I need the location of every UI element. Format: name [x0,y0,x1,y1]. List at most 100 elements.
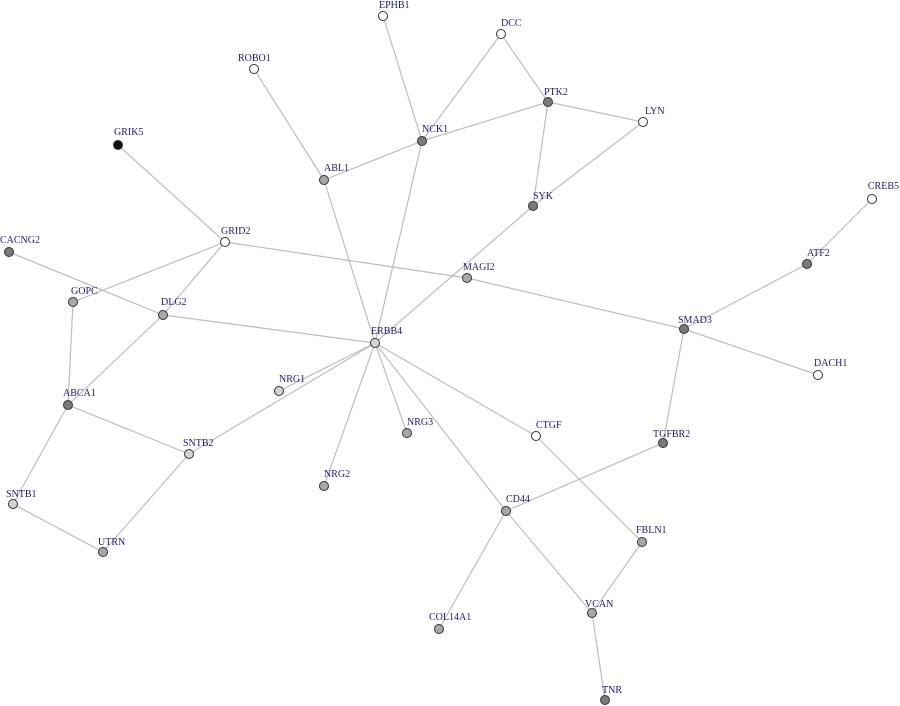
node-ctgf[interactable] [531,431,541,441]
edge-nck1-erbb4 [374,140,423,344]
node-label-sntb1: SNTB1 [6,489,37,500]
edge-dlg2-abca1 [67,314,164,406]
node-label-col14a1: COL14A1 [429,612,471,623]
edge-cd44-vcan [505,510,593,614]
node-label-nrg3: NRG3 [407,417,433,428]
node-label-nrg2: NRG2 [324,469,350,480]
node-erbb4[interactable] [370,338,380,348]
edge-syk-erbb4 [374,205,534,344]
edge-ephb1-nck1 [382,15,423,142]
edge-tgfbr2-cd44 [505,442,664,512]
edge-creb5-atf2 [806,198,873,265]
node-sntb2[interactable] [184,449,194,459]
node-label-abl1: ABL1 [324,163,349,174]
node-label-cd44: CD44 [506,494,530,505]
node-label-grid2: GRID2 [221,226,250,237]
node-label-fbln1: FBLN1 [636,525,667,536]
node-label-creb5: CREB5 [868,181,899,192]
node-robo1[interactable] [249,64,259,74]
node-sntb1[interactable] [8,499,18,509]
node-col14a1[interactable] [434,624,444,634]
edge-dcc-ptk2 [500,33,549,103]
node-ephb1[interactable] [378,11,388,21]
node-label-tgfbr2: TGFBR2 [653,429,690,440]
edge-abl1-erbb4 [323,179,376,344]
node-label-gopc: GOPC [71,286,98,297]
node-label-dlg2: DLG2 [161,297,187,308]
node-vcan[interactable] [587,608,597,618]
edge-smad3-dach1 [683,328,819,376]
node-atf2[interactable] [802,259,812,269]
node-nrg1[interactable] [274,386,284,396]
node-label-erbb4: ERBB4 [371,326,402,337]
edge-grik5-grid2 [117,144,226,243]
node-label-dach1: DACH1 [814,358,847,369]
node-magi2[interactable] [462,273,472,283]
edge-robo1-abl1 [253,68,325,181]
node-dcc[interactable] [496,29,506,39]
edge-ptk2-lyn [547,101,644,123]
node-lyn[interactable] [638,117,648,127]
edge-erbb4-cd44 [374,342,507,512]
node-label-vcan: VCAN [585,599,613,610]
node-label-nrg1: NRG1 [279,374,305,385]
edge-ctgf-fbln1 [535,435,643,543]
node-utrn[interactable] [98,547,108,557]
node-label-nck1: NCK1 [422,124,448,135]
node-dach1[interactable] [813,370,823,380]
edge-cacng2-dlg2 [8,251,164,316]
node-creb5[interactable] [867,194,877,204]
edge-abca1-sntb1 [12,404,69,505]
edge-fbln1-vcan [591,541,643,614]
edge-vcan-tnr [591,612,606,701]
edge-sntb2-utrn [102,453,190,553]
edge-lyn-syk [532,121,644,207]
node-cd44[interactable] [501,506,511,516]
node-cacng2[interactable] [4,247,14,257]
node-label-robo1: ROBO1 [238,53,271,64]
node-label-lyn: LYN [645,106,665,117]
edge-erbb4-sntb2 [188,342,376,455]
node-label-utrn: UTRN [98,537,125,548]
edge-ptk2-syk [532,101,549,207]
edge-layer [8,15,873,701]
edge-dlg2-erbb4 [162,314,376,344]
node-label-atf2: ATF2 [807,248,830,259]
node-syk[interactable] [528,201,538,211]
node-fbln1[interactable] [637,537,647,547]
node-abca1[interactable] [63,400,73,410]
node-grid2[interactable] [220,237,230,247]
node-label-ephb1: EPHB1 [379,0,410,11]
node-label-grik5: GRIK5 [114,127,143,138]
edge-gopc-abca1 [67,301,74,406]
edge-cd44-col14a1 [438,510,507,630]
node-label-smad3: SMAD3 [678,315,712,326]
edge-grid2-gopc [72,241,226,303]
edge-atf2-smad3 [683,263,808,330]
node-smad3[interactable] [679,324,689,334]
node-abl1[interactable] [319,175,329,185]
node-nrg3[interactable] [402,428,412,438]
edge-grid2-magi2 [224,241,468,279]
node-label-syk: SYK [533,191,554,202]
node-tgfbr2[interactable] [658,438,668,448]
node-label-dcc: DCC [501,18,522,29]
node-ptk2[interactable] [543,97,553,107]
node-label-cacng2: CACNG2 [0,235,40,246]
node-label-magi2: MAGI2 [463,262,495,273]
node-label-tnr: TNR [602,685,622,696]
edge-erbb4-nrg2 [323,342,376,487]
node-nck1[interactable] [417,136,427,146]
node-label-abca1: ABCA1 [63,388,96,399]
node-tnr[interactable] [600,695,610,705]
node-layer [4,11,877,705]
edge-erbb4-nrg1 [278,342,376,392]
node-dlg2[interactable] [158,310,168,320]
node-label-ptk2: PTK2 [544,87,568,98]
node-gopc[interactable] [68,297,78,307]
node-label-sntb2: SNTB2 [183,438,214,449]
node-nrg2[interactable] [319,481,329,491]
node-grik5[interactable] [113,140,123,150]
